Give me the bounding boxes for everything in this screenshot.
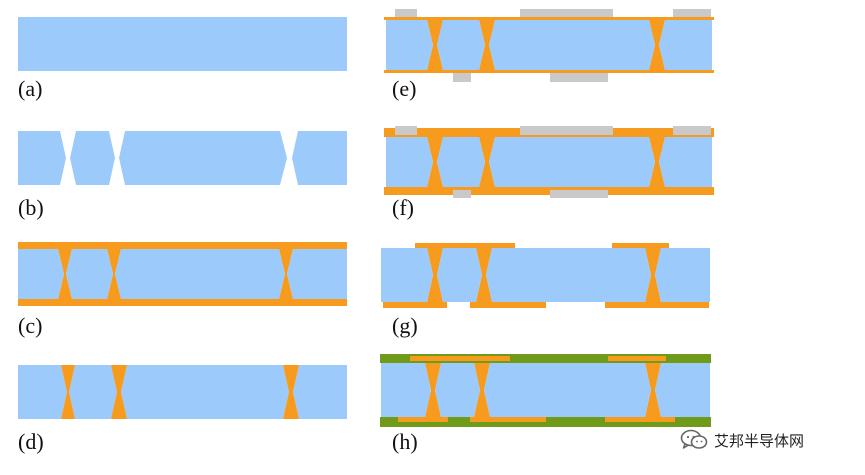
- top-copper-trace: [415, 243, 515, 248]
- via-copper-fill: [111, 365, 127, 419]
- via-copper-fill: [479, 137, 495, 187]
- substrate-segment: [292, 131, 347, 185]
- panel-b-figure: [18, 131, 347, 185]
- via-copper-fill: [279, 249, 293, 299]
- via-copper-fill: [283, 365, 299, 419]
- substrate-segment: [437, 248, 482, 302]
- top-copper-trace: [612, 243, 669, 248]
- substrate-segment: [489, 20, 655, 70]
- via-copper-fill: [649, 137, 665, 187]
- panel-g-figure: [381, 243, 710, 308]
- panel-e-figure: [384, 9, 714, 82]
- resist-pattern: [395, 126, 417, 135]
- resist-pattern: [520, 9, 613, 19]
- substrate-segment: [70, 131, 115, 185]
- substrate-segment: [293, 365, 347, 419]
- via-copper-fill: [427, 20, 443, 70]
- substrate-segment: [119, 131, 287, 185]
- panel-label-c: (c): [18, 313, 43, 338]
- substrate-segment: [66, 249, 113, 299]
- watermark: 艾邦半导体网: [680, 429, 804, 451]
- substrate-segment: [18, 131, 66, 185]
- substrate-segment: [435, 363, 480, 417]
- via-copper-fill: [645, 248, 661, 302]
- substrate-segment: [18, 249, 64, 299]
- panel-f-figure: [384, 126, 714, 198]
- substrate-segment: [489, 137, 655, 187]
- substrate-segment: [486, 248, 651, 302]
- resist-pattern: [550, 73, 608, 82]
- glass-substrate: [18, 17, 347, 71]
- substrate-segment: [121, 365, 289, 419]
- via-copper-fill: [479, 20, 495, 70]
- bottom-copper-trace: [470, 302, 546, 308]
- via-copper-fill: [61, 365, 75, 419]
- substrate-segment: [437, 137, 485, 187]
- substrate-segment: [655, 248, 710, 302]
- via-copper-fill: [425, 363, 441, 417]
- substrate-segment: [659, 20, 712, 70]
- top-copper-trace: [608, 356, 666, 361]
- substrate-segment: [659, 137, 712, 187]
- via-copper-fill: [474, 363, 490, 417]
- top-seed-layer: [384, 17, 714, 20]
- watermark-text: 艾邦半导体网: [714, 431, 805, 450]
- bottom-copper-layer: [384, 187, 714, 195]
- panel-a-figure: [18, 17, 347, 71]
- substrate-segment: [115, 249, 285, 299]
- bottom-copper-layer: [18, 299, 347, 306]
- resist-pattern: [453, 73, 471, 82]
- top-copper-layer: [18, 242, 347, 249]
- via-copper-fill: [58, 249, 72, 299]
- substrate-segment: [484, 363, 651, 417]
- wechat-icon: [680, 429, 708, 449]
- panel-c-figure: [18, 242, 347, 306]
- via-copper-fill: [427, 248, 443, 302]
- substrate-segment: [437, 20, 485, 70]
- via-copper-fill: [476, 248, 492, 302]
- top-copper-trace: [410, 356, 510, 361]
- substrate-segment: [386, 20, 433, 70]
- bottom-seed-layer: [384, 70, 714, 73]
- substrate-segment: [69, 365, 117, 419]
- panel-h-figure: [380, 354, 711, 427]
- panel-d-figure: [18, 365, 347, 419]
- bottom-copper-trace: [470, 417, 546, 422]
- via-copper-fill: [107, 249, 121, 299]
- bottom-copper-trace: [605, 302, 709, 308]
- resist-pattern: [395, 9, 417, 19]
- panel-label-b: (b): [18, 195, 44, 220]
- resist-pattern: [673, 126, 711, 135]
- via-copper-fill: [427, 137, 443, 187]
- solder-mask: [380, 354, 711, 363]
- bottom-copper-trace: [398, 417, 448, 422]
- substrate-segment: [381, 248, 433, 302]
- substrate-segment: [287, 249, 347, 299]
- via-copper-fill: [645, 363, 661, 417]
- resist-pattern: [550, 190, 608, 198]
- substrate-segment: [381, 363, 431, 417]
- panel-label-h: (h): [392, 429, 418, 454]
- panel-label-e: (e): [392, 76, 417, 101]
- substrate-segment: [18, 365, 67, 419]
- bottom-copper-trace: [605, 417, 675, 422]
- panel-label-a: (a): [18, 76, 43, 101]
- resist-pattern: [520, 126, 613, 135]
- substrate-segment: [655, 363, 710, 417]
- via-copper-fill: [649, 20, 665, 70]
- bottom-copper-trace: [383, 302, 447, 308]
- resist-pattern: [673, 9, 711, 19]
- panel-label-f: (f): [392, 195, 414, 220]
- substrate-segment: [386, 137, 433, 187]
- panel-label-g: (g): [392, 313, 418, 338]
- panel-label-d: (d): [18, 429, 44, 454]
- resist-pattern: [453, 190, 471, 198]
